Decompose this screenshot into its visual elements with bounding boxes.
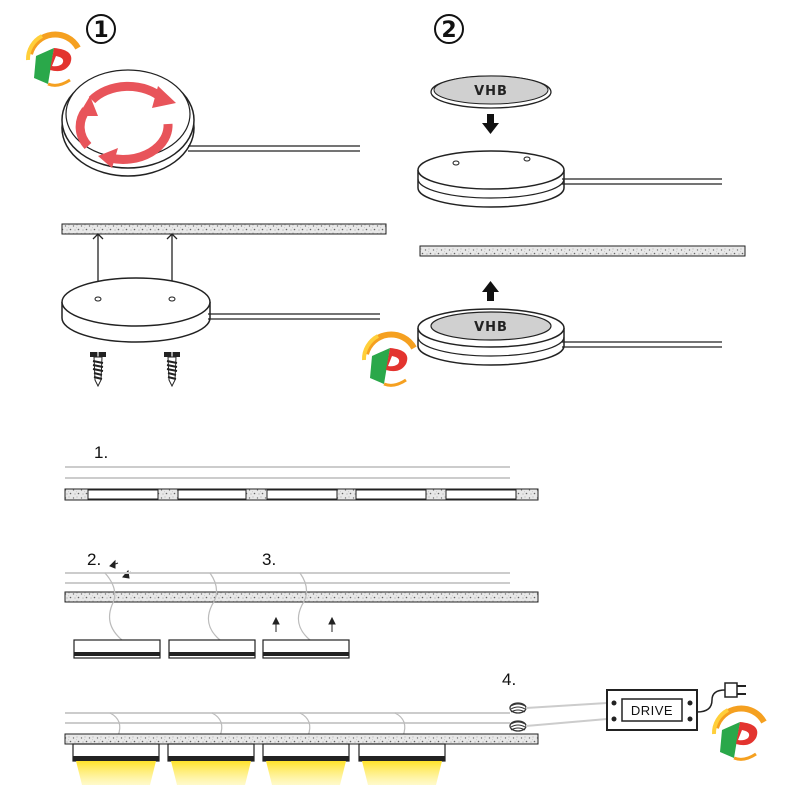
puck-light-vhb-attached: VHB [417, 308, 722, 366]
light-bar-slots [87, 489, 517, 500]
drop-wires [104, 572, 311, 641]
cable-lines [65, 466, 510, 479]
svg-text:1: 1 [93, 18, 108, 43]
light-bar [73, 639, 161, 659]
drop-wires [109, 712, 406, 737]
screw-icon [89, 351, 107, 387]
svg-text:VHB: VHB [474, 84, 508, 99]
light-bar [262, 639, 350, 659]
up-arrow-icon [272, 616, 336, 632]
strip-step-3-label: 3. [262, 550, 276, 569]
svg-text:2: 2 [441, 18, 456, 43]
puck-light-mount [61, 277, 380, 343]
cable-lines [65, 572, 510, 584]
brand-logo-icon [364, 334, 414, 385]
light-bar [168, 639, 256, 659]
puck-light-vhb-top [417, 150, 722, 208]
connector-icon [509, 702, 527, 714]
strip-step-1-label: 1. [94, 443, 108, 462]
strip-step-4-label: 4. [502, 670, 516, 689]
screw-icon [163, 351, 181, 387]
plug-icon [696, 682, 746, 713]
driver-cables [525, 702, 608, 727]
strip-step-2-label: 2. [87, 550, 101, 569]
connector-icon [509, 720, 527, 732]
driver-box: DRIVE [606, 689, 698, 731]
cabinet-board [64, 733, 539, 745]
cabinet-board [64, 591, 539, 603]
down-arrow-icon [482, 114, 499, 134]
step-2-badge: 2 [434, 14, 464, 44]
pointer-arrows [109, 559, 132, 579]
brand-logo-icon [714, 708, 764, 759]
svg-text:VHB: VHB [474, 320, 508, 335]
svg-text:DRIVE: DRIVE [631, 703, 673, 718]
installed-light-bars [72, 743, 446, 762]
mounting-board [61, 223, 387, 235]
brand-logo-icon [28, 34, 78, 85]
vhb-tape-pad: VHB [430, 75, 552, 109]
up-arrow-icon [482, 281, 499, 301]
light-glow [76, 761, 442, 785]
mounting-board [419, 245, 746, 257]
step-1-badge: 1 [86, 14, 116, 44]
cable-lines [65, 712, 510, 724]
rotate-arrows-icon [75, 81, 176, 168]
